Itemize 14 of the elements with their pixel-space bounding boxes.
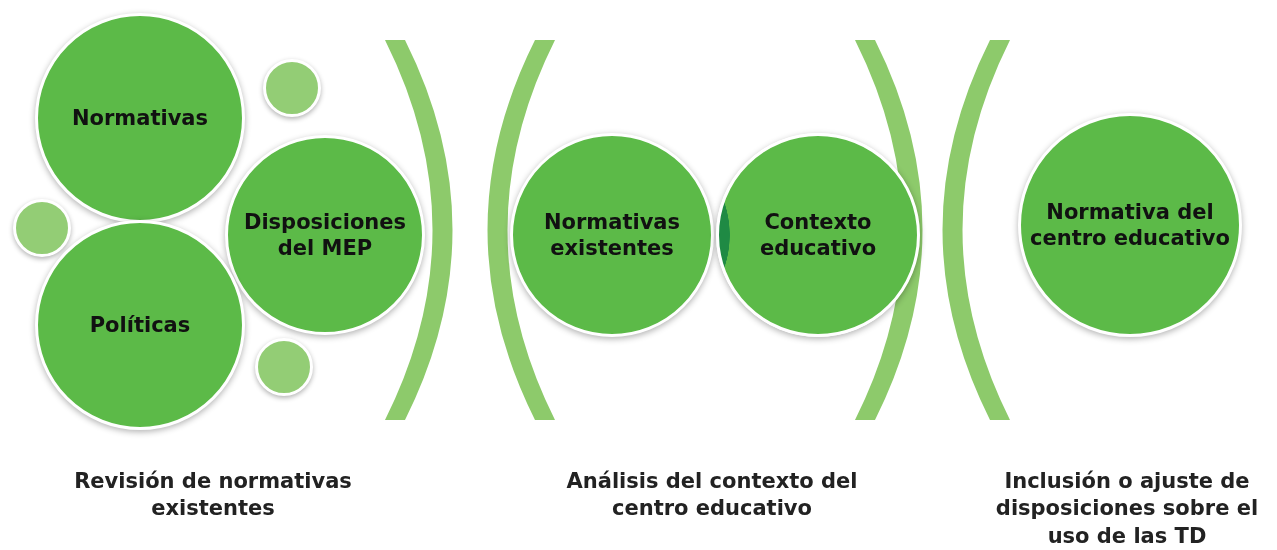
small-circle (255, 338, 313, 396)
small-circle (263, 59, 321, 117)
topic-circle (225, 135, 425, 335)
circle-label: Contexto educativo (758, 208, 878, 262)
circle-label: Disposiciones del MEP (242, 208, 408, 262)
circle-label: Normativas (72, 104, 208, 132)
circle-label: Políticas (89, 311, 191, 339)
circle-label: Normativas existentes (543, 208, 681, 262)
circle-label: Normativa del centro educativo (1029, 198, 1231, 252)
step-caption: Revisión de normativas existentes (73, 468, 353, 523)
bracket-divider (942, 40, 1010, 420)
step-caption: Análisis del contexto del centro educativo (565, 468, 859, 523)
small-circle (13, 199, 71, 257)
step-caption: Inclusión o ajuste de disposiciones sobre el uso de las TD (994, 468, 1260, 550)
